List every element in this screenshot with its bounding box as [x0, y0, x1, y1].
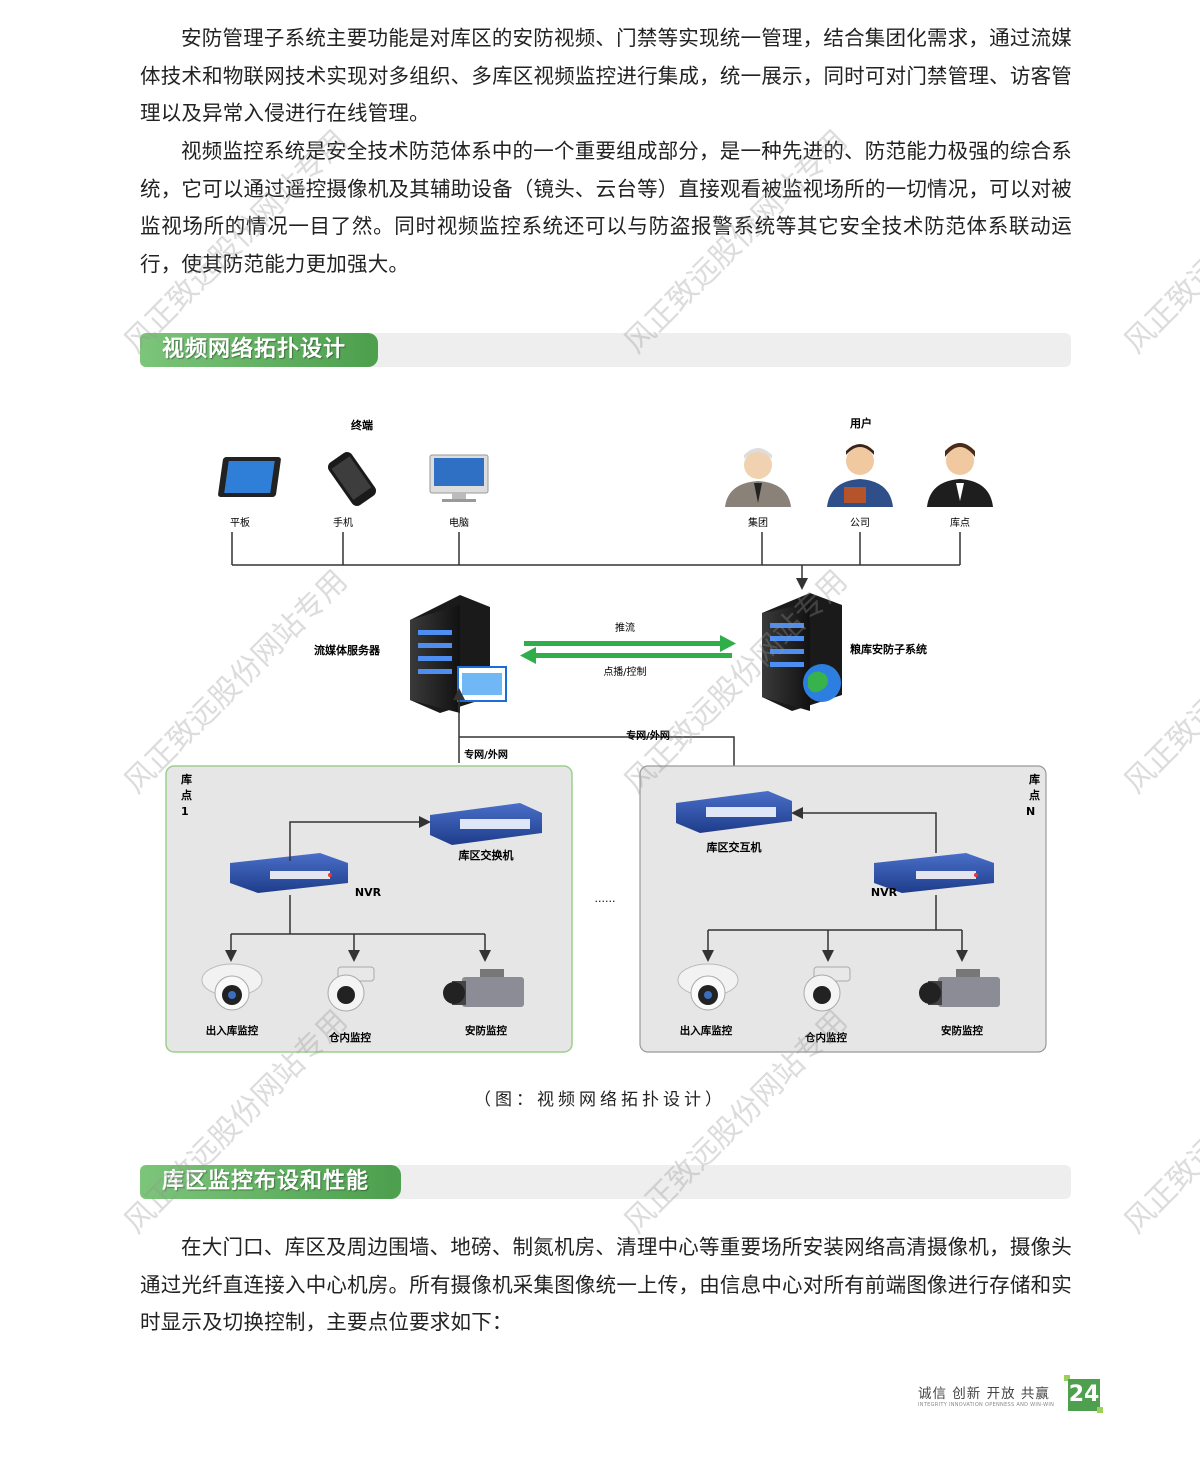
- section-header-topology: 视频网络拓扑设计: [140, 333, 1071, 367]
- site-n-switch-icon: [676, 791, 792, 833]
- page-number-accent: [1064, 1375, 1070, 1381]
- ptz-camera-icon: [803, 966, 851, 1012]
- intro-paragraph-1: 安防管理子系统主要功能是对库区的安防视频、门禁等实现统一管理，结合集团化需求，通…: [140, 26, 1072, 126]
- camera-label-entry-n: 出入库监控: [680, 1024, 733, 1037]
- network-topology-diagram: 终端 用户 平板 手机 电脑 集团 公司 库点: [165, 416, 1047, 1053]
- section-header-deployment: 库区监控布设和性能: [140, 1165, 1071, 1199]
- camera-label-entry: 出入库监控: [206, 1024, 259, 1037]
- deployment-paragraph: 在大门口、库区及周边围墙、地磅、制氮机房、清理中心等重要场所安装网络高清摄像机，…: [140, 1235, 1072, 1335]
- section-title-deployment: 库区监控布设和性能: [140, 1165, 402, 1199]
- box-camera-icon: [919, 969, 1000, 1007]
- group-user-icon: [725, 448, 791, 507]
- push-label: 推流: [615, 621, 635, 634]
- site-n-nvr-label: NVR: [871, 886, 898, 899]
- page-number: 24: [1068, 1379, 1100, 1411]
- terminal-label-tablet: 平板: [230, 516, 250, 529]
- terminal-label-phone: 手机: [333, 516, 353, 529]
- page-number-accent: [1097, 1407, 1103, 1413]
- ellipsis: ......: [595, 892, 616, 905]
- camera-label-warehouse-n: 仓内监控: [804, 1031, 847, 1044]
- net-label-right: 专网/外网: [626, 729, 670, 742]
- streaming-server-label: 流媒体服务器: [314, 643, 381, 657]
- streaming-server-icon: [410, 595, 507, 713]
- camera-label-warehouse: 仓内监控: [328, 1031, 371, 1044]
- dome-camera-icon: [677, 963, 739, 1011]
- site-n-nvr-icon: [874, 853, 994, 893]
- site-n-switch-label: 库区交互机: [707, 840, 762, 854]
- push-arrow: [524, 635, 736, 652]
- site-1-nvr-label: NVR: [355, 886, 382, 899]
- camera-label-security-n: 安防监控: [941, 1024, 983, 1037]
- ptz-camera-icon: [327, 966, 375, 1012]
- user-label-company: 公司: [850, 518, 870, 529]
- computer-icon: [429, 454, 489, 502]
- play-control-arrow: [520, 647, 732, 664]
- footer-slogan-en: INTEGRITY INNOVATION OPENNESS AND WIN-WI…: [918, 1402, 1055, 1408]
- tablet-icon: [218, 457, 281, 497]
- net-label-left: 专网/外网: [464, 748, 508, 761]
- watermark: 风正致远股份网站专用: [1117, 123, 1200, 361]
- site-1-switch-label: 库区交换机: [459, 848, 514, 862]
- site-1-switch-icon: [430, 803, 542, 845]
- box-camera-icon: [443, 969, 524, 1007]
- camera-label-security: 安防监控: [465, 1024, 507, 1037]
- security-system-server-icon: [762, 593, 842, 711]
- footer-slogan: 诚信 创新 开放 共赢: [918, 1386, 1050, 1402]
- phone-icon: [327, 452, 377, 506]
- dome-camera-icon: [201, 963, 263, 1011]
- watermark: 风正致远股份网站专用: [1117, 563, 1200, 801]
- user-label-site: 库点: [950, 516, 970, 529]
- play-control-label: 点播/控制: [603, 665, 646, 678]
- site-user-icon: [927, 443, 993, 507]
- bus-lines: [231, 532, 961, 590]
- user-label-group: 集团: [748, 516, 768, 529]
- watermark: 风正致远股份网站专用: [1117, 1003, 1200, 1241]
- company-user-icon: [827, 444, 893, 507]
- section-title-topology: 视频网络拓扑设计: [140, 333, 379, 367]
- users-title: 用户: [850, 416, 872, 430]
- security-system-label: 粮库安防子系统: [850, 642, 927, 656]
- intro-paragraph-2: 视频监控系统是安全技术防范体系中的一个重要组成部分，是一种先进的、防范能力极强的…: [140, 139, 1072, 276]
- terminal-label-computer: 电脑: [449, 516, 469, 529]
- terminals-title: 终端: [351, 418, 373, 432]
- diagram-caption: （图：视频网络拓扑设计）: [474, 1090, 726, 1110]
- site-1-nvr-icon: [230, 853, 348, 893]
